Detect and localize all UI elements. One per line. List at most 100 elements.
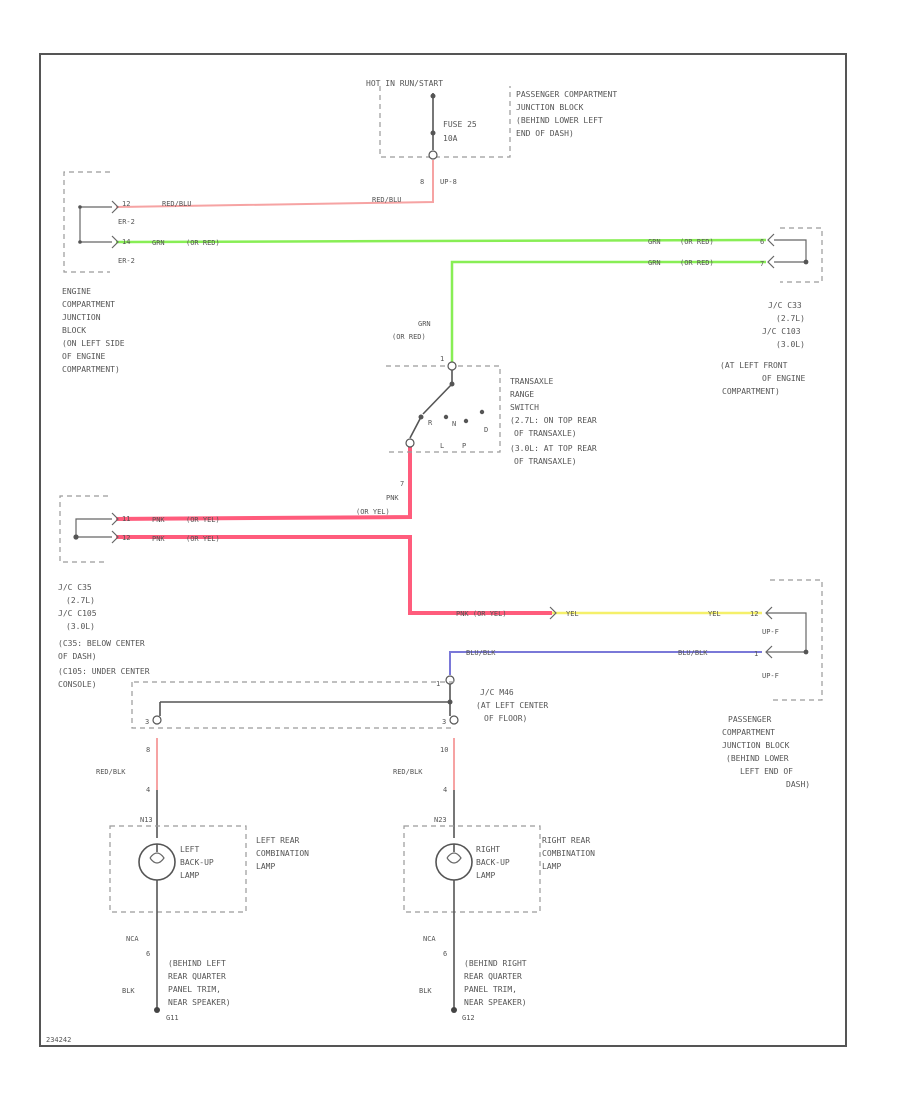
jc-left-pin-11: 11	[122, 515, 130, 523]
svg-text:COMBINATION: COMBINATION	[542, 849, 595, 858]
pcjb-right-box: 12 UP-F 1 UP-F	[750, 579, 823, 701]
wire-label-pnk-1: PNK	[152, 516, 165, 524]
jc-right-pin-7: 7	[760, 260, 764, 268]
ejb-conn-er2-b: ER-2	[118, 257, 135, 265]
wire-label-red-blk-left: RED/BLK	[96, 768, 126, 776]
m46-pin-left: 3	[145, 718, 149, 726]
svg-text:LAMP: LAMP	[476, 871, 495, 880]
transaxle-label: TRANSAXLE RANGE SWITCH (2.7L: ON TOP REA…	[510, 377, 597, 466]
wire-label-red-blu-left: RED/BLU	[162, 200, 192, 208]
svg-text:J/C C33: J/C C33	[768, 301, 802, 310]
wire-label-or-red-right: (OR RED)	[680, 238, 714, 246]
pcjb-right-pin-b: 1	[754, 650, 758, 658]
pcjb-right-conn-a: UP-F	[762, 628, 779, 636]
svg-text:J/C C35: J/C C35	[58, 583, 92, 592]
engine-jb-label: ENGINE COMPARTMENT JUNCTION BLOCK (ON LE…	[62, 287, 125, 374]
svg-text:(BEHIND LOWER LEFT: (BEHIND LOWER LEFT	[516, 116, 603, 125]
wire-label-blu-blk-right: BLU/BLK	[678, 649, 708, 657]
svg-text:J/C C105: J/C C105	[58, 609, 97, 618]
transaxle-range-switch: R N D L P 1 7	[386, 355, 501, 488]
svg-text:END OF DASH): END OF DASH)	[516, 129, 574, 138]
wire-red-blu	[115, 160, 434, 208]
svg-text:BACK-UP: BACK-UP	[180, 858, 214, 867]
wire-label-pnk-or-yel-long: PNK (OR YEL)	[456, 610, 507, 618]
svg-text:LEFT: LEFT	[180, 845, 199, 854]
svg-text:OF TRANSAXLE): OF TRANSAXLE)	[514, 429, 577, 438]
wire-label-or-yel-2: (OR YEL)	[186, 535, 220, 543]
wire-pnk-2	[116, 535, 552, 615]
wire-label-grn-vert: GRN	[418, 320, 431, 328]
pin-8-up8: 8	[420, 178, 424, 186]
svg-text:(2.7L): (2.7L)	[776, 314, 805, 323]
wire-label-blk-left: BLK	[122, 987, 135, 995]
wire-label-pnk-vert: PNK	[386, 494, 399, 502]
wire-label-pnk-2: PNK	[152, 535, 165, 543]
svg-text:LAMP: LAMP	[256, 862, 275, 871]
svg-text:COMPARTMENT): COMPARTMENT)	[722, 387, 780, 396]
diagram-code: 234242	[46, 1036, 71, 1044]
svg-text:REAR QUARTER: REAR QUARTER	[464, 972, 522, 981]
svg-text:NEAR SPEAKER): NEAR SPEAKER)	[168, 998, 231, 1007]
svg-text:JUNCTION BLOCK: JUNCTION BLOCK	[516, 103, 584, 112]
trs-gear-d: D	[484, 426, 488, 434]
pcjb-right-pin-a: 12	[750, 610, 758, 618]
ejb-pin-14: 14	[122, 238, 130, 246]
svg-text:LEFT END OF: LEFT END OF	[740, 767, 793, 776]
left-ground-id: G11	[166, 1014, 179, 1022]
right-pin-lower: 4	[443, 786, 447, 794]
left-pin-upper: 8	[146, 746, 150, 754]
ejb-conn-er2-a: ER-2	[118, 218, 135, 226]
trs-gear-l: L	[440, 442, 444, 450]
left-pin-lower: 4	[146, 786, 150, 794]
left-pin-ground: 6	[146, 950, 150, 958]
wire-label-grn-right2: GRN	[648, 259, 661, 267]
svg-text:OF ENGINE: OF ENGINE	[62, 352, 106, 361]
svg-text:NEAR SPEAKER): NEAR SPEAKER)	[464, 998, 527, 1007]
right-pin-ground: 6	[443, 950, 447, 958]
wire-label-or-red-right2: (OR RED)	[680, 259, 714, 267]
wire-label-or-red-left: (OR RED)	[186, 239, 220, 247]
svg-text:RIGHT REAR: RIGHT REAR	[542, 836, 590, 845]
m46-pin-right: 3	[442, 718, 446, 726]
right-backup-lamp-circuit: 10 RED/BLK 4 N23 RIGHT BACK-UP LAMP RIGH…	[393, 746, 595, 1022]
wire-pnk-1	[115, 447, 412, 521]
ground-icon	[154, 1007, 160, 1013]
jc-left-pin-12: 12	[122, 534, 130, 542]
svg-text:BLOCK: BLOCK	[62, 326, 86, 335]
svg-text:(3.0L: AT TOP REAR: (3.0L: AT TOP REAR	[510, 444, 597, 453]
svg-text:(C105: UNDER CENTER: (C105: UNDER CENTER	[58, 667, 150, 676]
svg-text:OF DASH): OF DASH)	[58, 652, 97, 661]
svg-text:OF ENGINE: OF ENGINE	[762, 374, 806, 383]
svg-text:(BEHIND LOWER: (BEHIND LOWER	[726, 754, 789, 763]
trs-gear-r: R	[428, 419, 433, 427]
svg-text:(2.7L: ON TOP REAR: (2.7L: ON TOP REAR	[510, 416, 597, 425]
svg-text:(AT LEFT CENTER: (AT LEFT CENTER	[476, 701, 548, 710]
fuse-25-box: HOT IN RUN/START FUSE 25 10A 8 UP-8	[366, 79, 511, 186]
trs-gear-n: N	[452, 420, 456, 428]
svg-text:COMPARTMENT: COMPARTMENT	[722, 728, 775, 737]
jc-m46-label: J/C M46 (AT LEFT CENTER OF FLOOR)	[476, 688, 548, 723]
wire-label-blu-blk-left: BLU/BLK	[466, 649, 496, 657]
jc-m46: 1 3 3	[131, 675, 459, 729]
wire-label-or-yel-vert: (OR YEL)	[356, 508, 390, 516]
svg-text:JUNCTION BLOCK: JUNCTION BLOCK	[722, 741, 790, 750]
wire-label-grn-left: GRN	[152, 239, 165, 247]
jc-c33-label: J/C C33 (2.7L) J/C C103 (3.0L) (AT LEFT …	[720, 301, 806, 396]
wire-label-red-blk-right: RED/BLK	[393, 768, 423, 776]
wire-blu-blk	[449, 651, 762, 675]
pcjb-right-label: PASSENGER COMPARTMENT JUNCTION BLOCK (BE…	[722, 715, 810, 789]
svg-text:CONSOLE): CONSOLE)	[58, 680, 97, 689]
svg-text:SWITCH: SWITCH	[510, 403, 539, 412]
wire-label-grn-right: GRN	[648, 238, 661, 246]
left-conn: N13	[140, 816, 153, 824]
fuse-rating: 10A	[443, 134, 458, 143]
jc-right-pin-6: 6	[760, 238, 764, 246]
svg-text:(BEHIND LEFT: (BEHIND LEFT	[168, 959, 226, 968]
svg-text:(ON LEFT SIDE: (ON LEFT SIDE	[62, 339, 125, 348]
svg-text:COMBINATION: COMBINATION	[256, 849, 309, 858]
wire-label-nca-left: NCA	[126, 935, 139, 943]
conn-up8: UP-8	[440, 178, 457, 186]
ejb-pin-12: 12	[122, 200, 130, 208]
pcjb-top-label: PASSENGER COMPARTMENT JUNCTION BLOCK (BE…	[516, 90, 617, 138]
right-pin-upper: 10	[440, 746, 448, 754]
